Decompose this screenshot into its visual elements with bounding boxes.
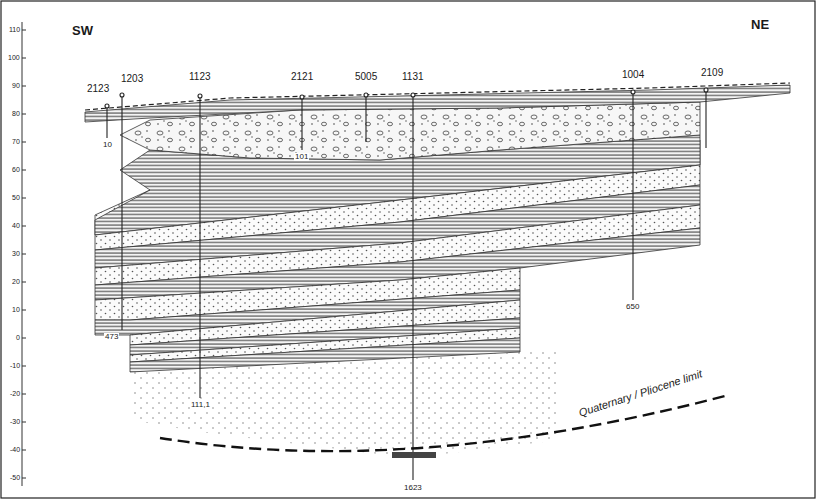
- elevation-tick: 100: [8, 54, 20, 61]
- elevation-tick: 20: [12, 278, 20, 285]
- depth-number: 111,1: [190, 401, 211, 409]
- borehole-number: 2109: [701, 68, 723, 78]
- elevation-tick: 90: [12, 82, 20, 89]
- borehole-number: 2123: [87, 84, 109, 94]
- elevation-tick: -10: [10, 362, 20, 369]
- depth-number: 10: [102, 141, 113, 149]
- elevation-tick: 80: [12, 110, 20, 117]
- boundary-label: Quaternary / Pliocene limit: [577, 368, 705, 419]
- depth-number: 1623: [403, 484, 423, 492]
- elevation-tick: -20: [10, 390, 20, 397]
- elevation-tick: -30: [10, 418, 20, 425]
- elevation-tick: 30: [12, 250, 20, 257]
- depth-number: 101: [294, 153, 309, 161]
- elevation-tick: -50: [10, 474, 20, 481]
- borehole-number: 2121: [291, 72, 313, 82]
- borehole-number: 1004: [622, 70, 644, 80]
- borehole-number: 1123: [189, 72, 211, 82]
- direction-label: SW: [72, 24, 93, 37]
- direction-label: NE: [751, 18, 769, 31]
- elevation-tick: 0: [16, 334, 20, 341]
- elevation-tick: 70: [12, 138, 20, 145]
- elevation-tick: 60: [12, 166, 20, 173]
- elevation-tick: 110: [9, 26, 20, 33]
- elevation-tick: 50: [12, 194, 20, 201]
- elevation-tick: -40: [10, 446, 20, 453]
- borehole-number: 1203: [121, 74, 143, 84]
- depth-number: 650: [625, 303, 640, 311]
- elevation-tick: 40: [12, 222, 20, 229]
- borehole-number: 1131: [402, 72, 424, 82]
- borehole-number: 5005: [355, 72, 377, 82]
- depth-number: 473: [104, 333, 119, 341]
- elevation-tick: 10: [12, 306, 20, 313]
